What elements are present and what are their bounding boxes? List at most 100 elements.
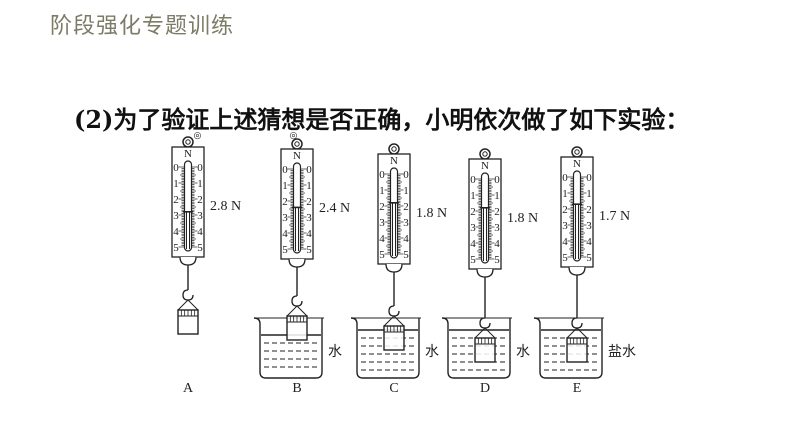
unit-mark: N (184, 148, 192, 160)
tick-label-right: 5 (494, 254, 500, 266)
tick-label-left: 1 (379, 185, 385, 197)
tick-label-right: 2 (197, 194, 203, 206)
liquid-label: 水 (328, 344, 342, 360)
tick-label-left: 4 (173, 226, 179, 238)
block-handle (177, 299, 199, 311)
tick-label-left: 1 (282, 180, 288, 192)
unit-mark: N (390, 155, 398, 167)
emphasized-char: 想 (281, 105, 305, 134)
beaker (533, 317, 604, 379)
hanging-ring-icon (479, 148, 491, 160)
scale-reading: 1.8 N (507, 211, 538, 226)
tick-label-right: 5 (306, 244, 312, 256)
tick-label-right: 1 (494, 190, 500, 202)
tick-label-right: 5 (403, 249, 409, 261)
scale-tube (183, 160, 193, 252)
question-part: 上述猜 (209, 105, 282, 134)
experiment-label: A (183, 381, 194, 396)
tick-label-right: 2 (586, 204, 592, 216)
tick-label-left: 3 (379, 217, 385, 229)
unit-mark: N (293, 150, 301, 162)
question-part: 是否正确，小明依次做了如下实验： (305, 105, 690, 134)
tick-label-right: 3 (197, 210, 203, 222)
tick-label-right: 0 (197, 162, 203, 174)
tick-label-right: 1 (306, 180, 312, 192)
hanging-ring-inner (574, 149, 580, 155)
hook-icon (291, 295, 303, 307)
hanging-ring-icon (182, 136, 194, 148)
tick-label-right: 5 (586, 252, 592, 264)
tick-label-right: 4 (494, 238, 500, 250)
section-header: 阶段强化专题训练 (50, 14, 235, 39)
tick-label-left: 0 (282, 164, 288, 176)
hook-icon (182, 289, 194, 301)
scale-bottom-tab (476, 268, 494, 278)
experiment-label: D (480, 381, 490, 396)
tick-label-right: 5 (197, 242, 203, 254)
tick-label-left: 0 (562, 172, 568, 184)
tick-label-right: 0 (403, 169, 409, 181)
tick-label-right: 0 (306, 164, 312, 176)
tick-label-left: 4 (379, 233, 385, 245)
scale-bottom-tab (568, 266, 586, 276)
tick-label-left: 0 (173, 162, 179, 174)
hanging-ring-icon (571, 146, 583, 158)
tick-label-left: 2 (173, 194, 179, 206)
hanging-ring-inner (482, 151, 488, 157)
tick-label-left: 2 (282, 196, 288, 208)
unit-mark: N (573, 158, 581, 170)
beaker-outline (533, 317, 603, 379)
tick-label-right: 4 (306, 228, 312, 240)
scale-tube (389, 167, 399, 259)
hanging-ring-icon (388, 143, 400, 155)
hanging-ring-inner (185, 139, 191, 145)
emphasized-char: 证 (185, 105, 209, 134)
hanging-ring-icon (291, 138, 303, 150)
tick-label-left: 3 (470, 222, 476, 234)
unit-mark: N (481, 160, 489, 172)
scale-reading: 1.7 N (599, 209, 630, 224)
tick-label-left: 5 (282, 244, 288, 256)
tick-label-right: 4 (403, 233, 409, 245)
tick-label-left: 3 (282, 212, 288, 224)
tick-label-right: 3 (586, 220, 592, 232)
scale-tube (480, 172, 490, 264)
scale-tube (572, 170, 582, 262)
tick-label-right: 1 (197, 178, 203, 190)
tick-label-left: 0 (379, 169, 385, 181)
tick-label-right: 4 (586, 236, 592, 248)
beaker-outline (253, 317, 323, 379)
tick-label-left: 2 (379, 201, 385, 213)
tick-label-right: 2 (494, 206, 500, 218)
experiment-label: C (389, 381, 398, 396)
beaker-outline (350, 317, 420, 379)
scale-reading: 2.8 N (210, 199, 241, 214)
tick-label-left: 2 (470, 206, 476, 218)
tick-label-left: 5 (470, 254, 476, 266)
tick-label-left: 4 (282, 228, 288, 240)
tick-label-left: 3 (562, 220, 568, 232)
tick-label-left: 3 (173, 210, 179, 222)
tick-label-right: 4 (197, 226, 203, 238)
hanging-ring-inner (391, 146, 397, 152)
scale-reading: 1.8 N (416, 206, 447, 221)
tick-label-right: 1 (403, 185, 409, 197)
scale-bottom-tab (288, 258, 306, 268)
tick-label-right: 3 (403, 217, 409, 229)
tick-label-right: 3 (306, 212, 312, 224)
hook-icon (571, 317, 583, 329)
hook-icon (388, 305, 400, 317)
hanging-ring-inner (294, 141, 300, 147)
tick-label-left: 0 (470, 174, 476, 186)
tick-label-right: 2 (403, 201, 409, 213)
block-handle (286, 305, 308, 317)
experiment-label: E (573, 381, 582, 396)
scale-bottom-tab (385, 263, 403, 273)
liquid-label: 水 (516, 344, 530, 360)
question-text: (2)为了验证上述猜想是否正确，小明依次做了如下实验： (74, 100, 689, 135)
